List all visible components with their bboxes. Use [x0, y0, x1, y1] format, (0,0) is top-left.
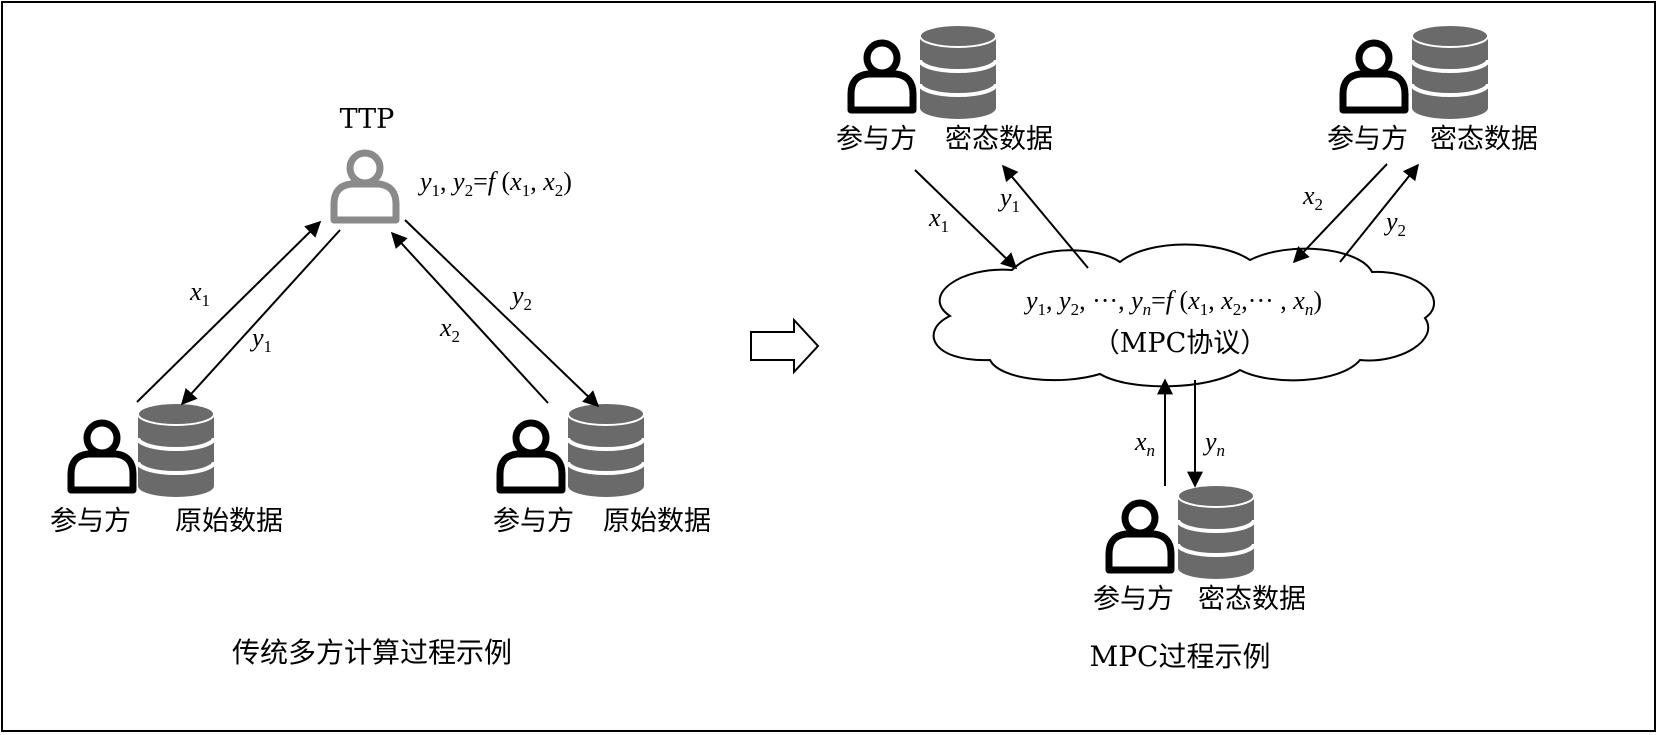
label-x2: x2 [439, 313, 460, 346]
arrow-y2 [404, 219, 600, 408]
label-right-x2: x2 [1302, 181, 1323, 214]
arrow-right-y1 [1001, 164, 1089, 269]
arrow-x1 [136, 220, 322, 403]
person-icon [1343, 43, 1405, 110]
database-icon [136, 401, 216, 499]
right-party-1: 参与方 密态数据 [836, 23, 1053, 155]
database-icon [566, 401, 646, 499]
database-icon [918, 23, 998, 121]
person-icon [71, 423, 133, 490]
ttp-label: TTP [340, 104, 395, 135]
right-caption: MPC过程示例 [1090, 640, 1271, 673]
party-label: 参与方 [50, 506, 131, 537]
party-label: 参与方 [1093, 584, 1174, 615]
label-right-yn: yn [1202, 427, 1225, 460]
person-icon [1109, 503, 1171, 570]
label-right-y2: y2 [1383, 207, 1406, 240]
mpc-cloud [932, 243, 1436, 388]
party-label: 参与方 [836, 124, 917, 155]
data-label: 密态数据 [1430, 124, 1538, 155]
ttp-formula: y1, y2=f (x1, x2) [417, 167, 572, 200]
left-caption: 传统多方计算过程示例 [232, 636, 512, 669]
label-right-y1: y1 [997, 183, 1020, 216]
label-right-x1: x1 [928, 203, 949, 236]
database-icon [1410, 23, 1490, 121]
cloud-label: （MPC协议） [1093, 328, 1267, 359]
data-label: 原始数据 [175, 506, 283, 537]
right-party-n: 参与方 密态数据 [1093, 483, 1306, 615]
arrow-right-x1 [914, 169, 1018, 270]
left-party-2: 参与方 原始数据 [493, 401, 711, 537]
data-label: 原始数据 [603, 506, 711, 537]
arrow-y1 [180, 229, 341, 406]
label-y2: y2 [509, 281, 532, 314]
person-icon [851, 43, 913, 110]
data-label: 密态数据 [1198, 584, 1306, 615]
person-icon [500, 423, 562, 490]
right-party-2: 参与方 密态数据 [1327, 23, 1538, 155]
arrow-right-x2 [1292, 163, 1388, 264]
label-x1: x1 [189, 277, 210, 310]
party-label: 参与方 [1327, 124, 1408, 155]
database-icon [1176, 483, 1256, 581]
label-right-xn: xn [1134, 427, 1155, 460]
ttp-person-icon [334, 153, 396, 220]
cloud-formula: y1, y2, ···, yn=f (x1, x2,··· , xn) [1023, 286, 1322, 319]
left-party-1: 参与方 原始数据 [50, 401, 283, 537]
data-label: 密态数据 [945, 124, 1053, 155]
party-label: 参与方 [493, 506, 574, 537]
arrow-x2 [390, 231, 549, 404]
arrow-right-y2 [1339, 163, 1420, 263]
transition-arrow-icon [750, 317, 820, 375]
label-y1: y1 [249, 323, 272, 356]
ttp-node: TTP [334, 104, 396, 220]
